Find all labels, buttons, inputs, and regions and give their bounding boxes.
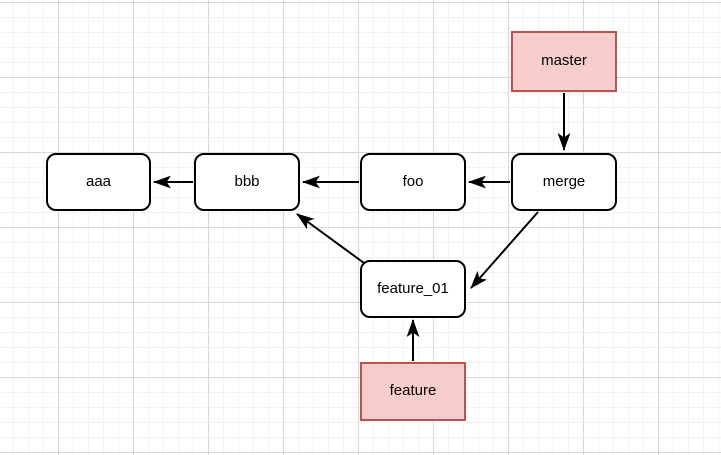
node-master-label: master <box>541 52 587 70</box>
node-master[interactable]: master <box>511 31 617 92</box>
node-aaa[interactable]: aaa <box>46 153 151 211</box>
node-feature-label: feature <box>389 382 437 400</box>
node-merge[interactable]: merge <box>511 153 617 211</box>
node-bbb-label: bbb <box>234 172 260 190</box>
node-merge-label: merge <box>542 172 586 190</box>
node-feature-01[interactable]: feature_01 <box>360 260 466 318</box>
node-aaa-label: aaa <box>85 172 112 190</box>
edge-feature_01-to-bbb[interactable] <box>296 213 365 264</box>
node-foo[interactable]: foo <box>360 153 466 211</box>
node-feature[interactable]: feature <box>360 362 466 421</box>
node-feature-01-label: feature_01 <box>377 279 449 297</box>
edge-merge-to-feature_01[interactable] <box>470 211 539 289</box>
node-foo-label: foo <box>402 172 424 190</box>
node-bbb[interactable]: bbb <box>194 153 300 211</box>
